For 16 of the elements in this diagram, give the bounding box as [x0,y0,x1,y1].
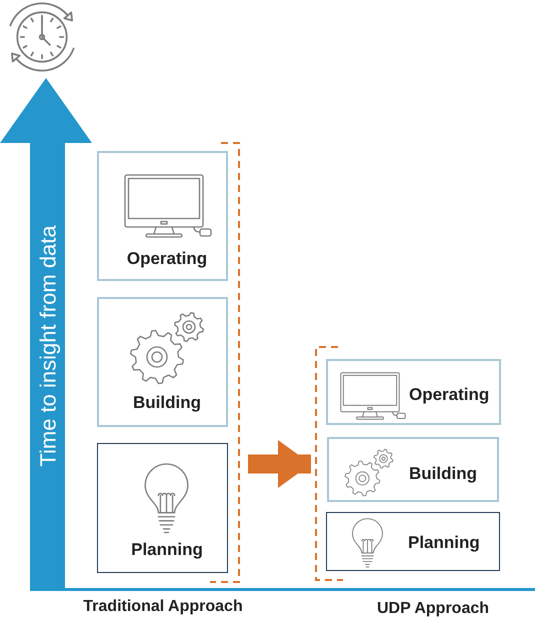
stage-label: Planning [131,540,203,560]
category-label: Traditional Approach [83,598,243,616]
stage-card [97,297,228,427]
stage-label: Operating [126,249,208,269]
stage-card [97,151,228,281]
stage-card [97,443,228,573]
category-label: UDP Approach [377,600,489,618]
stage-label: Building [133,393,201,413]
axis-label: Time to insight from data [35,225,61,467]
arrow [248,440,311,488]
stage-card [326,359,501,425]
stage-label: Planning [408,533,480,553]
stage-card [326,512,500,571]
stage-label: Building [409,464,477,484]
stage-card [327,437,499,502]
stage-label: Operating [409,385,490,405]
